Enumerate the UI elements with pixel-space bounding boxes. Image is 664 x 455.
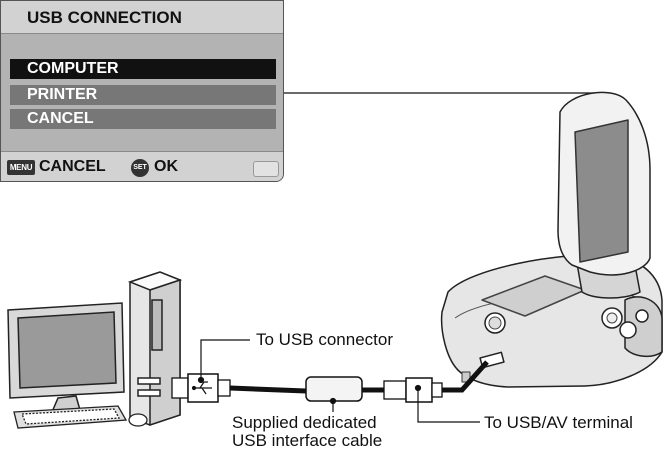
footer-ok-label: OK bbox=[154, 158, 178, 175]
camera-illustration bbox=[440, 91, 663, 388]
usb-connection-menu: USB CONNECTION COMPUTER PRINTER CANCEL M… bbox=[0, 0, 284, 182]
mouse bbox=[128, 413, 148, 427]
menu-icon: MENU bbox=[7, 160, 35, 175]
menu-item-printer[interactable]: PRINTER bbox=[10, 85, 276, 105]
usb-av-terminal-label: To USB/AV terminal bbox=[484, 413, 633, 432]
menu-footer: MENU CANCEL SET OK bbox=[1, 151, 283, 181]
menu-title: USB CONNECTION bbox=[1, 1, 283, 34]
usb-cable bbox=[171, 360, 489, 403]
computer-monitor bbox=[7, 302, 125, 419]
battery-icon bbox=[253, 161, 279, 177]
menu-item-cancel[interactable]: CANCEL bbox=[10, 109, 276, 129]
usb-icon bbox=[191, 381, 212, 395]
set-icon: SET bbox=[131, 159, 149, 177]
cable-callout-lines bbox=[197, 339, 480, 423]
usb-connector-label: To USB connector bbox=[256, 330, 394, 349]
keyboard bbox=[13, 405, 128, 429]
cable-label-line2: USB interface cable bbox=[232, 431, 383, 450]
computer-tower bbox=[127, 271, 183, 427]
cable-label-line1: Supplied dedicated bbox=[232, 413, 377, 432]
footer-cancel-label: CANCEL bbox=[39, 158, 106, 175]
menu-item-computer[interactable]: COMPUTER bbox=[10, 59, 276, 79]
